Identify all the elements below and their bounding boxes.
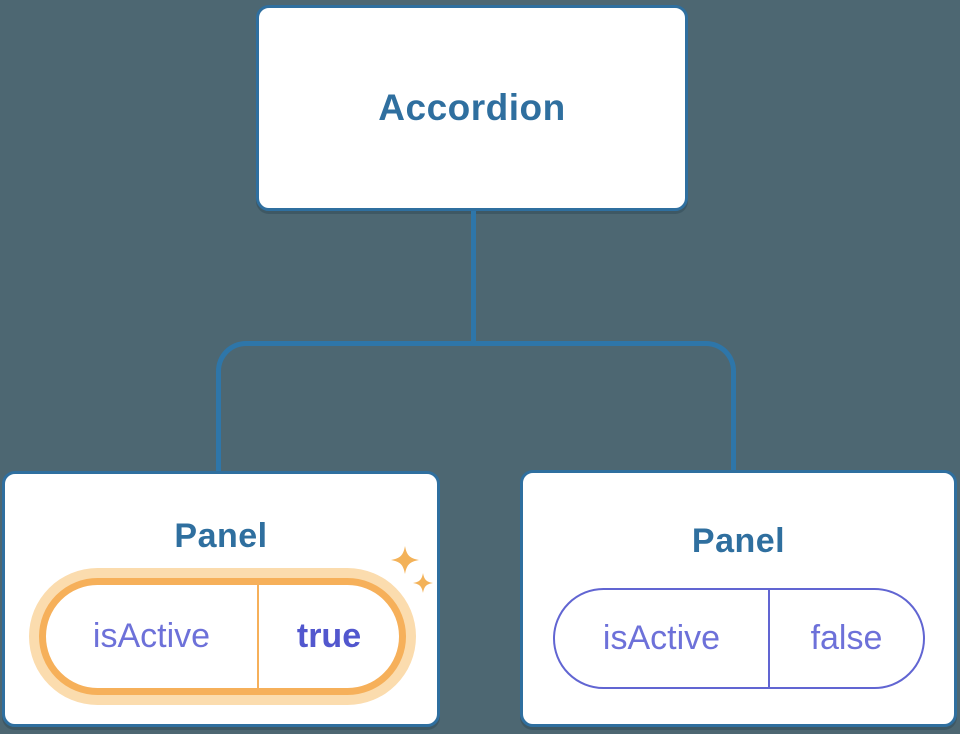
state-name: isActive [555, 590, 770, 687]
state-value: true [296, 617, 362, 655]
state-pill-inactive: isActive false [553, 588, 925, 689]
connector-branch [216, 341, 736, 471]
panel-node-inactive: Panel isActive false [520, 470, 957, 727]
accordion-node-label: Accordion [378, 87, 566, 128]
panel-node-active: Panel isActive true [2, 471, 440, 727]
state-pill-active: isActive true [39, 578, 406, 695]
state-value: false [810, 619, 883, 657]
panel-node-label: Panel [691, 522, 786, 560]
accordion-node: Accordion [256, 5, 688, 211]
panel-node-label: Panel [174, 517, 268, 555]
state-name: isActive [46, 585, 259, 688]
sparkles-icon [391, 546, 433, 593]
connector-stem [471, 211, 476, 342]
